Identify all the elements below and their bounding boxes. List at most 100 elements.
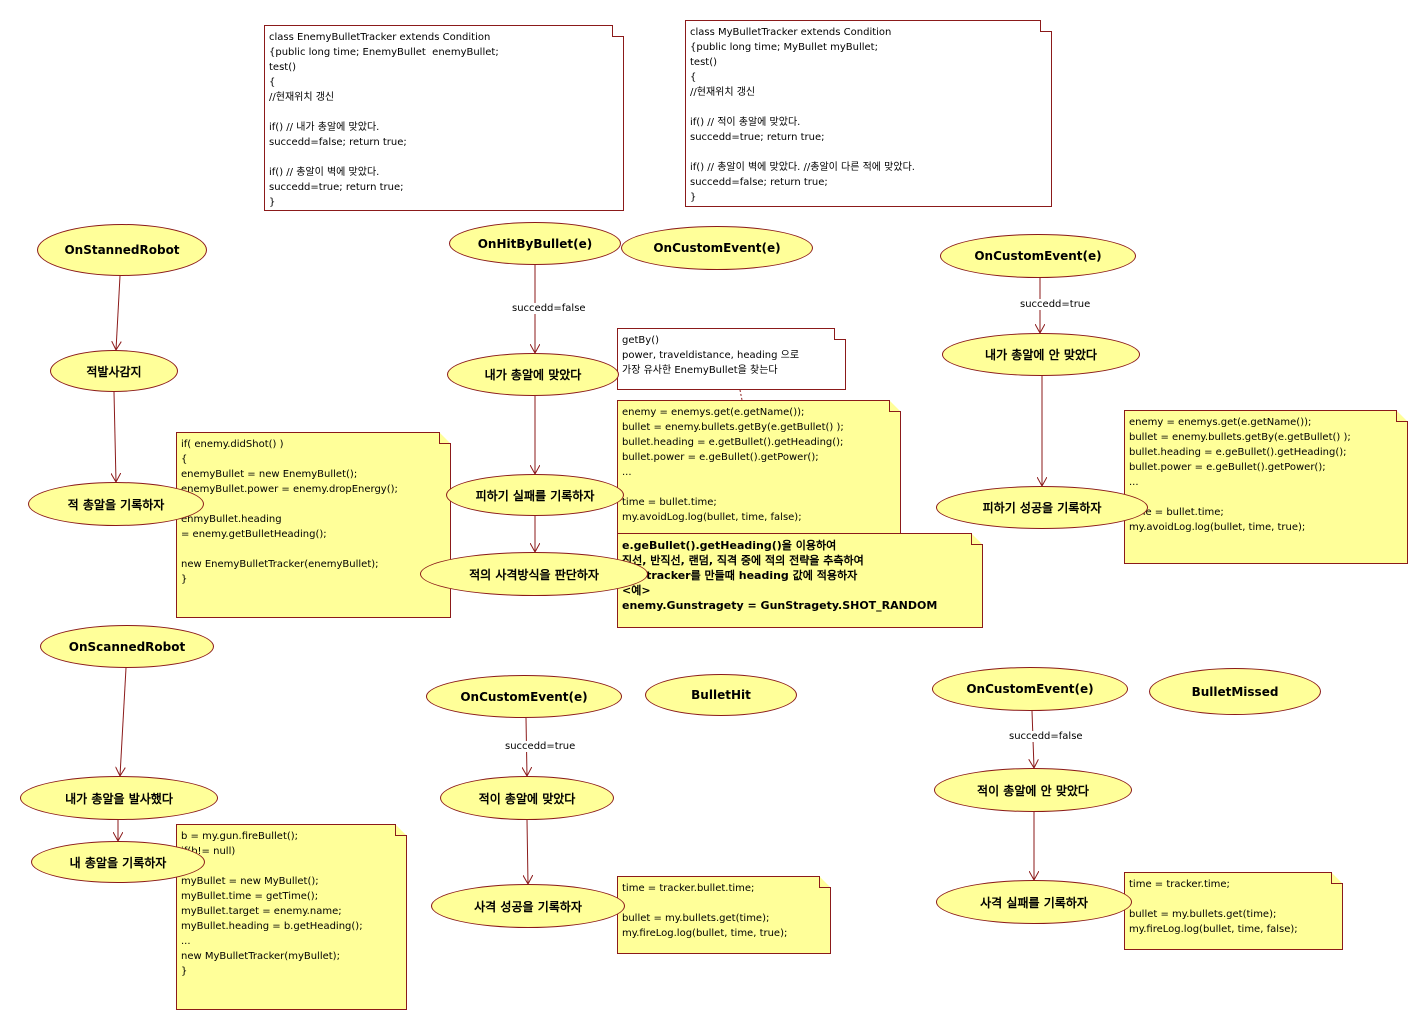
note-line: {: [269, 77, 276, 88]
note-fire-success: time = tracker.bullet.time; bullet = my.b…: [617, 876, 831, 954]
note-fold: [1396, 410, 1408, 422]
edge-label-succedd-true-1: succedd=true: [1020, 299, 1091, 310]
note-line: }: [690, 192, 697, 203]
note-line: //현재위치 갱신: [690, 87, 756, 98]
note-line: bullet = my.bullets.get(time);: [1129, 909, 1277, 920]
note-line: b = my.gun.fireBullet();: [181, 831, 299, 842]
node-on-custom-event-1[interactable]: OnCustomEvent(e): [621, 226, 813, 270]
note-line: time = bullet.time;: [1129, 507, 1224, 518]
node-enemy-fire-detect[interactable]: 적발사감지: [50, 350, 178, 392]
node-record-avoid-success[interactable]: 피하기 성공을 기록하자: [936, 486, 1148, 529]
note-line: myBullet = new MyBullet();: [181, 876, 319, 887]
node-i-fired[interactable]: 내가 총알을 발사했다: [20, 776, 218, 820]
node-on-stanned-robot[interactable]: OnStannedRobot: [37, 224, 207, 276]
node-bullet-hit[interactable]: BulletHit: [645, 674, 797, 716]
note-line: myBullet.heading = b.getHeading();: [181, 921, 363, 932]
node-judge-enemy-shot[interactable]: 적의 사격방식을 판단하자: [420, 552, 648, 596]
node-record-enemy-bullet[interactable]: 적 총알을 기록하자: [28, 482, 204, 526]
note-fold: [395, 824, 407, 836]
note-line: time = tracker.bullet.time;: [622, 883, 755, 894]
note-line: bullet.power = e.geBullet().getPower();: [1129, 462, 1326, 473]
note-line: test(): [269, 62, 297, 73]
note-enemy-bullet-tracker: class EnemyBulletTracker extends Conditi…: [264, 25, 624, 211]
node-record-avoid-fail[interactable]: 피하기 실패를 기록하자: [446, 474, 624, 516]
note-line: succedd=true; return true;: [690, 132, 825, 143]
note-enemy-shot: if( enemy.didShot() ) { enemyBullet = new …: [176, 432, 451, 618]
note-line: if(b!= null): [181, 846, 236, 857]
note-line: [622, 480, 896, 495]
note-line: test(): [690, 57, 718, 68]
edge-label-succedd-false-1: succedd=false: [512, 303, 586, 314]
node-on-custom-event-4[interactable]: OnCustomEvent(e): [932, 667, 1128, 711]
node-bullet-missed[interactable]: BulletMissed: [1149, 668, 1321, 715]
note-line: bullet = enemy.bullets.getBy(e.getBullet…: [1129, 432, 1351, 443]
note-line: myBullet.target = enemy.name;: [181, 906, 342, 917]
note-line: my.avoidLog.log(bullet, time, true);: [1129, 522, 1306, 533]
note-line: //현재위치 갱신: [269, 92, 335, 103]
node-i-got-hit[interactable]: 내가 총알에 맞았다: [447, 353, 619, 396]
edge-label-succedd-false-2: succedd=false: [1009, 731, 1083, 742]
note-line: my.fireLog.log(bullet, time, true);: [622, 928, 788, 939]
note-fold: [834, 328, 846, 340]
note-line: if() // 총알이 벽에 맞았다. //총알이 다른 적에 맞았다.: [690, 162, 915, 173]
edge-n17-n18: [527, 819, 528, 884]
note-fold: [819, 876, 831, 888]
note-line: new MyBulletTracker(myBullet);: [181, 951, 340, 962]
note-line: myBullet.time = getTime();: [181, 891, 319, 902]
note-line: 직선, 반직선, 랜덤, 직격 중에 적의 전략을 추측하여: [622, 554, 864, 567]
note-line: enemy.Gunstragety = GunStragety.SHOT_RAN…: [622, 599, 938, 612]
note-line: ...: [622, 467, 632, 478]
note-my-bullet-tracker: class MyBulletTracker extends Condition{…: [685, 20, 1052, 207]
note-line: {: [181, 859, 402, 874]
note-line: new EnemyBulletTracker(enemyBullet);: [181, 559, 379, 570]
note-line: if() // 적이 총알에 맞았다.: [690, 117, 801, 128]
note-line: [690, 145, 1047, 160]
edge-n1-n2: [116, 275, 120, 350]
note-line: {: [181, 454, 188, 465]
note-line: enemyBullet.power = enemy.dropEnergy();: [181, 484, 398, 495]
edge-n12-n13: [120, 667, 127, 776]
note-line: <예>: [622, 584, 651, 597]
note-line: enemyBullet = new EnemyBullet();: [181, 469, 358, 480]
note-line: if() // 총알이 벽에 맞았다.: [269, 167, 380, 178]
edge-n2-n3: [114, 391, 116, 482]
note-line: [622, 896, 826, 911]
note-line: succedd=false; return true;: [269, 137, 407, 148]
note-line: {public long time; EnemyBullet enemyBull…: [269, 47, 499, 58]
note-line: time = tracker.time;: [1129, 879, 1230, 890]
node-i-not-hit[interactable]: 내가 총알에 안 맞았다: [942, 333, 1140, 376]
note-line: ...: [181, 936, 191, 947]
note-fire-fail: time = tracker.time; bullet = my.bullets.…: [1124, 872, 1343, 950]
connector-getby: [739, 389, 743, 401]
node-enemy-not-hit[interactable]: 적이 총알에 안 맞았다: [934, 768, 1132, 812]
note-line: bullet.heading = e.getBullet().getHeadin…: [622, 437, 844, 448]
note-line: ...: [1129, 477, 1139, 488]
note-line: bullet.heading = e.geBullet().getHeading…: [1129, 447, 1347, 458]
note-fold: [971, 533, 983, 545]
note-my-shot: b = my.gun.fireBullet(); if(b!= null) { myB…: [176, 824, 407, 1010]
note-line: power, traveldistance, heading 으로: [622, 350, 800, 361]
note-line: {public long time; MyBullet myBullet;: [690, 42, 878, 53]
note-fold: [1040, 20, 1052, 32]
note-line: [181, 542, 446, 557]
node-enemy-got-hit[interactable]: 적이 총알에 맞았다: [440, 776, 614, 820]
node-on-custom-event-2[interactable]: OnCustomEvent(e): [940, 234, 1136, 278]
note-line: [690, 100, 1047, 115]
note-avoid-success: enemy = enemys.get(e.getName());bullet =…: [1124, 410, 1408, 564]
node-on-scanned-robot[interactable]: OnScannedRobot: [40, 625, 214, 668]
note-line: enemy = enemys.get(e.getName());: [622, 407, 805, 418]
note-line: bullet.power = e.geBullet().getPower();: [622, 452, 819, 463]
note-fold: [889, 400, 901, 412]
note-line: if( enemy.didShot() ): [181, 439, 284, 450]
node-on-custom-event-3[interactable]: OnCustomEvent(e): [426, 675, 622, 718]
node-record-my-bullet[interactable]: 내 총알을 기록하자: [31, 841, 205, 883]
note-line: }: [181, 574, 188, 585]
note-line: bullet = my.bullets.get(time);: [622, 913, 770, 924]
node-record-fire-success[interactable]: 사격 성공을 기록하자: [431, 884, 625, 928]
note-line: 추후 tracker를 만들때 heading 값에 적용하자: [622, 569, 858, 582]
note-getby: getBy()power, traveldistance, heading 으로…: [617, 328, 846, 390]
note-line: }: [181, 966, 188, 977]
node-record-fire-fail[interactable]: 사격 실패를 기록하자: [936, 880, 1132, 924]
node-on-hit-by-bullet[interactable]: OnHitByBullet(e): [449, 222, 621, 265]
note-line: time = bullet.time;: [622, 497, 717, 508]
